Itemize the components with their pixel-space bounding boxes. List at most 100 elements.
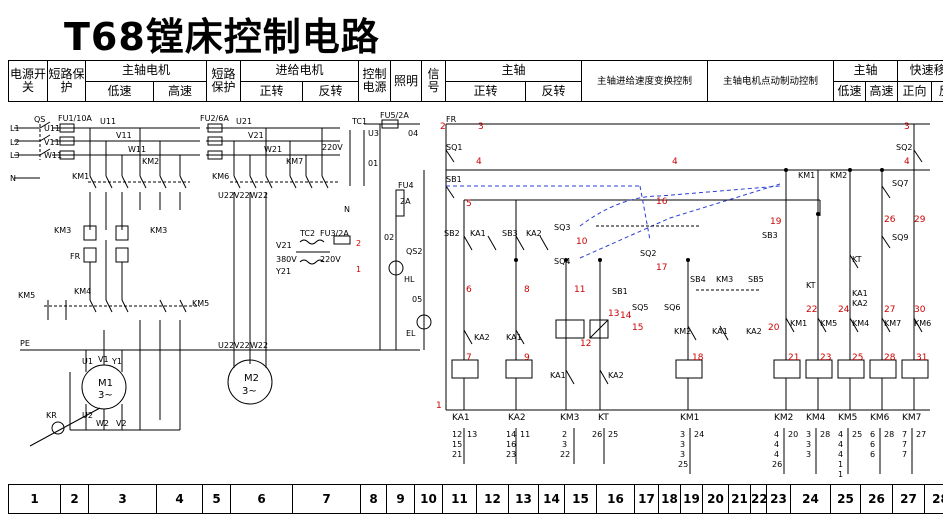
label-sq4: SQ4 bbox=[554, 257, 570, 266]
label-v21-b: V21 bbox=[276, 241, 292, 250]
node-4-b: 4 bbox=[672, 157, 678, 167]
label-ka1-a: KA1 bbox=[470, 229, 486, 238]
label-m2: M2 bbox=[244, 373, 259, 384]
label-sq2-b: SQ2 bbox=[640, 249, 656, 258]
label-02: 02 bbox=[384, 233, 394, 242]
label-tc1: TC1 bbox=[351, 117, 367, 126]
hdr-rapid-reverse: 反向 bbox=[931, 80, 943, 102]
col-num-4: 4 bbox=[156, 484, 203, 514]
label-fu5: FU5/2A bbox=[380, 111, 409, 120]
label-fu1: FU1/10A bbox=[58, 114, 92, 123]
col-num-24: 24 bbox=[790, 484, 831, 514]
node-1: 1 bbox=[436, 401, 442, 411]
label-sb1-b: SB1 bbox=[612, 287, 628, 296]
label-ka2-c: KA2 bbox=[608, 371, 624, 380]
node-11: 11 bbox=[574, 285, 585, 295]
label-u22: U22 bbox=[218, 191, 234, 200]
node-15: 15 bbox=[632, 323, 643, 333]
ref-km4-no-1: 3 bbox=[806, 430, 811, 439]
label-sq5: SQ5 bbox=[632, 303, 648, 312]
col-num-25: 25 bbox=[830, 484, 861, 514]
node-25: 25 bbox=[852, 353, 863, 363]
label-km5-b: KM5 bbox=[192, 299, 209, 308]
label-u3: U3 bbox=[368, 129, 379, 138]
label-fu3: FU3/2A bbox=[320, 229, 349, 238]
label-km5-a: KM5 bbox=[18, 291, 35, 300]
column-number-strip: 1 2 3 4 5 6 7 8 9 10 11 12 13 14 15 16 1… bbox=[8, 484, 943, 514]
hdr-power-switch: 电源开关 bbox=[8, 60, 48, 102]
hdr-signal: 信号 bbox=[421, 60, 447, 102]
label-sq6: SQ6 bbox=[664, 303, 680, 312]
label-hl: HL bbox=[404, 275, 415, 284]
node-18: 18 bbox=[692, 353, 704, 363]
label-sq7: SQ7 bbox=[892, 179, 908, 188]
node-3-b: 3 bbox=[904, 122, 910, 132]
ref-km4-nc-1: 28 bbox=[820, 430, 830, 439]
coil-kt: KT bbox=[598, 413, 609, 423]
node-13: 13 bbox=[608, 309, 619, 319]
ref-km6-nc-1: 28 bbox=[884, 430, 894, 439]
label-v2: V2 bbox=[116, 419, 127, 428]
label-w21: W21 bbox=[264, 145, 282, 154]
label-04: 04 bbox=[408, 129, 418, 138]
hdr-low-speed: 低速 bbox=[85, 80, 154, 102]
col-num-3: 3 bbox=[88, 484, 157, 514]
label-sq1: SQ1 bbox=[446, 143, 462, 152]
col-num-22: 22 bbox=[750, 484, 768, 514]
label-380v: 380V bbox=[276, 255, 297, 264]
ref-kt-nc-1: 25 bbox=[608, 430, 618, 439]
node-24: 24 bbox=[838, 305, 850, 315]
circuit-diagram: L1 L2 L3 N QS FU1/10A U11 V11 W11 U11 V1… bbox=[10, 111, 931, 479]
label-qs: QS bbox=[34, 115, 45, 124]
node-23: 23 bbox=[820, 353, 831, 363]
node-5: 5 bbox=[466, 199, 472, 209]
label-u1: U1 bbox=[82, 357, 93, 366]
label-km2-ctrl: KM2 bbox=[830, 171, 847, 180]
hdr-spindle-motor: 主轴电机 bbox=[84, 60, 208, 82]
label-sb3: SB3 bbox=[502, 229, 518, 238]
label-tc2: TC2 bbox=[299, 229, 315, 238]
hdr-feed-motor: 进给电机 bbox=[240, 60, 360, 82]
label-1-red: 1 bbox=[356, 265, 361, 274]
node-17: 17 bbox=[656, 263, 667, 273]
ref-km5-nc-1: 25 bbox=[852, 430, 862, 439]
label-w22: W22 bbox=[250, 191, 268, 200]
ref-km5-no-2: 4 bbox=[838, 440, 843, 449]
label-l3: L3 bbox=[10, 151, 20, 160]
node-9: 9 bbox=[524, 353, 530, 363]
ref-km3-no-1: 2 bbox=[562, 430, 567, 439]
page-title: T68镗床控制电路 bbox=[64, 15, 380, 59]
ref-km1-no-1: 3 bbox=[680, 430, 685, 439]
label-2-red: 2 bbox=[356, 239, 361, 248]
label-sb5: SB5 bbox=[748, 275, 764, 284]
label-w22-b: W22 bbox=[250, 341, 268, 350]
col-num-26: 26 bbox=[860, 484, 893, 514]
label-01: 01 bbox=[368, 159, 378, 168]
ref-km3-no-2: 3 bbox=[562, 440, 567, 449]
contact-refs: 12 15 21 13 14 16 23 11 2 3 22 26 25 3 3… bbox=[452, 428, 926, 479]
ref-km1-nc-1: 24 bbox=[694, 430, 704, 439]
col-num-19: 19 bbox=[680, 484, 703, 514]
hdr-spindle-forward: 正转 bbox=[445, 80, 527, 102]
label-u21: U21 bbox=[236, 117, 252, 126]
ref-km5-no-1: 4 bbox=[838, 430, 843, 439]
function-header-table: 电源开关 短路保护 主轴电机 短路保护 进给电机 控制电源 照明 信号 主轴 主… bbox=[8, 60, 943, 102]
ref-ka1-no-1: 12 bbox=[452, 430, 462, 439]
node-27: 27 bbox=[884, 305, 895, 315]
label-ka2-b: KA2 bbox=[474, 333, 490, 342]
node-26: 26 bbox=[884, 215, 896, 225]
ref-km1-no-4: 25 bbox=[678, 460, 688, 469]
label-m1: M1 bbox=[98, 378, 113, 389]
col-num-14: 14 bbox=[538, 484, 565, 514]
label-km4-ctrl: KM4 bbox=[852, 319, 869, 328]
label-ka1-e: KA1 bbox=[852, 289, 868, 298]
label-y1: Y1 bbox=[111, 357, 122, 366]
ref-km6-no-2: 6 bbox=[870, 440, 875, 449]
label-l1: L1 bbox=[10, 124, 20, 133]
label-km2: KM2 bbox=[142, 157, 159, 166]
node-22: 22 bbox=[806, 305, 817, 315]
col-num-7: 7 bbox=[292, 484, 361, 514]
col-num-6: 6 bbox=[230, 484, 293, 514]
label-w11: W11 bbox=[128, 145, 146, 154]
col-num-10: 10 bbox=[414, 484, 443, 514]
